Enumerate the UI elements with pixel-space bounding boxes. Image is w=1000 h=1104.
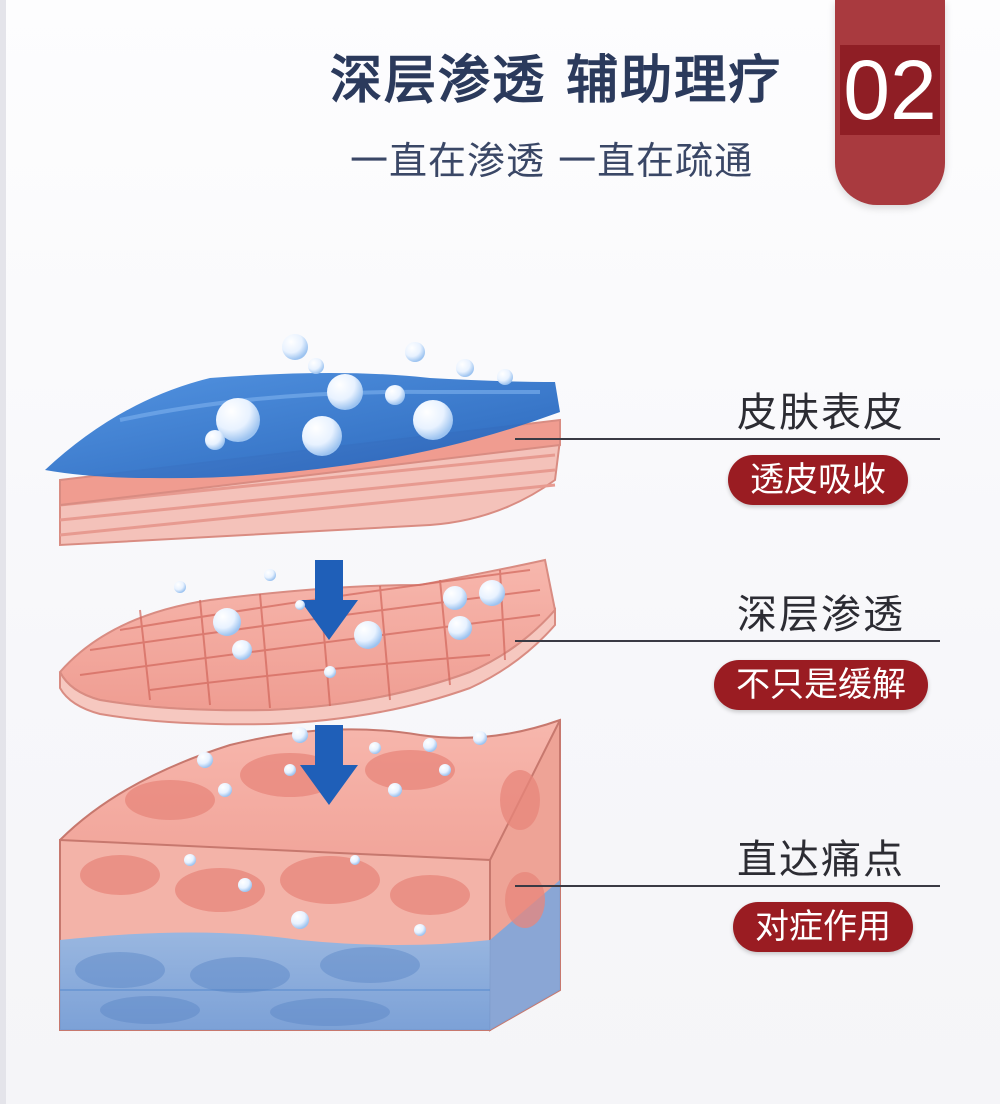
layer-tag-deep: 对症作用 — [733, 902, 913, 952]
connector-line-dermis — [515, 640, 940, 642]
connector-line-epidermis — [515, 438, 940, 440]
layer-label-dermis: 深层渗透 — [737, 592, 905, 638]
down-arrow-icon — [300, 560, 358, 640]
down-arrow-icon — [300, 725, 358, 805]
connector-line-deep — [515, 885, 940, 887]
epidermis-layer — [45, 373, 562, 547]
section-number: 02 — [840, 45, 940, 135]
dermis-layer — [58, 558, 557, 726]
deep-tissue-layer — [59, 718, 561, 1032]
left-border — [0, 0, 6, 1104]
layer-tag-epidermis: 透皮吸收 — [728, 455, 908, 505]
bubbles — [174, 334, 513, 936]
page-subtitle: 一直在渗透 一直在疏通 — [350, 139, 754, 183]
layer-label-deep: 直达痛点 — [737, 837, 905, 883]
layer-label-epidermis: 皮肤表皮 — [737, 390, 905, 436]
page-title: 深层渗透 辅助理疗 — [330, 51, 783, 111]
layer-tag-dermis: 不只是缓解 — [714, 660, 928, 710]
